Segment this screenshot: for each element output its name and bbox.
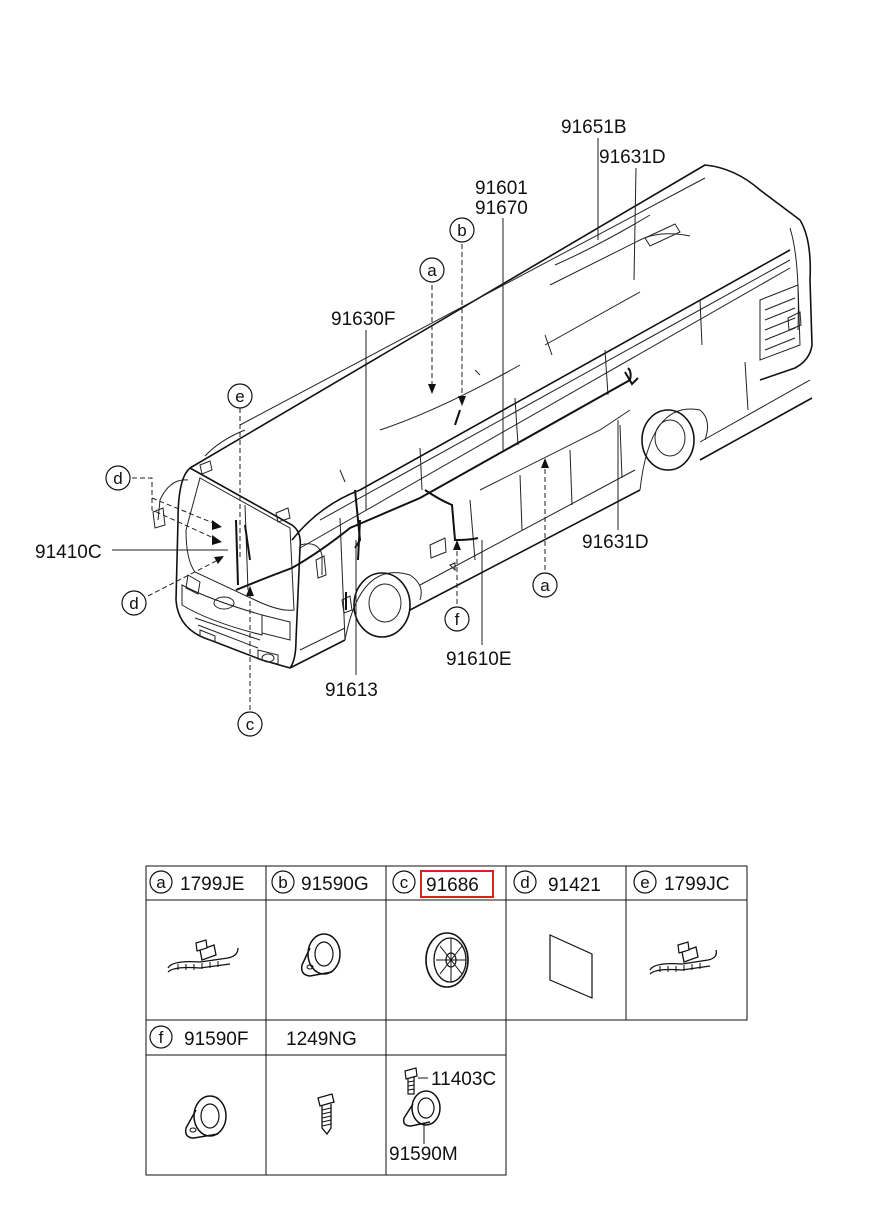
svg-text:b: b xyxy=(457,221,466,240)
callout-91631D-top: 91631D xyxy=(599,147,666,168)
p-clamp-icon xyxy=(300,933,341,977)
table-part-91590M: 91590M xyxy=(389,1144,458,1165)
table-cell-c: c 91686 xyxy=(392,870,494,898)
marker-b-top: b xyxy=(449,217,475,243)
callout-91613: 91613 xyxy=(325,680,378,701)
table-cell-e: e 1799JC xyxy=(633,870,730,895)
table-part-1799JE: 1799JE xyxy=(180,874,244,895)
table-part-91686[interactable]: 91686 xyxy=(426,875,479,896)
marker-f-mid: f xyxy=(444,606,470,632)
table-cell-1249NG: 1249NG xyxy=(286,1029,357,1050)
callout-91610E: 91610E xyxy=(446,649,512,670)
table-cell-f: f 91590F xyxy=(149,1025,248,1050)
callout-91651B: 91651B xyxy=(561,117,627,138)
svg-text:a: a xyxy=(540,576,550,595)
clamp-icon xyxy=(402,1090,441,1144)
wiring-harness xyxy=(235,367,639,610)
table-letter-a: a xyxy=(156,873,166,892)
p-clamp-icon xyxy=(184,1095,227,1139)
callout-91410C: 91410C xyxy=(35,542,102,563)
table-letter-c: c xyxy=(400,873,409,892)
table-part-1249NG: 1249NG xyxy=(286,1029,357,1050)
svg-text:c: c xyxy=(246,715,255,734)
table-part-11403C: 11403C xyxy=(431,1069,496,1090)
bolt-icon xyxy=(404,1067,428,1095)
bus-illustration xyxy=(152,164,813,669)
pad-icon xyxy=(549,934,593,999)
parts-table: a 1799JE b 91590G c 91686 d 91421 e 1799… xyxy=(145,865,748,1176)
table-cell-d: d 91421 xyxy=(513,870,601,896)
callout-91670: 91670 xyxy=(475,198,528,219)
svg-text:a: a xyxy=(427,261,437,280)
marker-e-left: e xyxy=(227,383,253,409)
letter-markers: a b e d d c f a xyxy=(105,217,558,737)
table-letter-d: d xyxy=(520,873,529,892)
callout-91630F: 91630F xyxy=(331,309,395,330)
table-letter-b: b xyxy=(278,873,287,892)
svg-text:d: d xyxy=(129,594,138,613)
cable-tie-clip-icon xyxy=(167,939,239,973)
cable-tie-clip-icon xyxy=(649,941,717,975)
callout-91631D-right: 91631D xyxy=(582,532,649,553)
table-part-91421: 91421 xyxy=(548,875,601,896)
callout-labels: 91651B 91631D 91601 91670 91630F 91410C … xyxy=(35,117,666,701)
marker-a-right: a xyxy=(532,572,558,598)
callout-leaders xyxy=(112,138,637,675)
marker-leaders xyxy=(132,244,549,710)
highlight-box xyxy=(420,870,494,898)
table-letter-e: e xyxy=(640,873,649,892)
table-cell-b: b 91590G xyxy=(271,870,369,895)
svg-text:e: e xyxy=(235,387,244,406)
svg-text:d: d xyxy=(113,469,122,488)
table-part-91590G: 91590G xyxy=(301,874,369,895)
callout-91601: 91601 xyxy=(475,178,528,199)
marker-a-top: a xyxy=(419,257,445,283)
table-cell-a: a 1799JE xyxy=(149,870,244,895)
svg-text:f: f xyxy=(455,610,460,629)
grommet-icon xyxy=(425,932,469,988)
table-letter-f: f xyxy=(159,1028,164,1047)
table-part-91590F: 91590F xyxy=(184,1029,248,1050)
marker-d-bottom: d xyxy=(121,590,147,616)
marker-d-top: d xyxy=(105,465,131,491)
table-part-1799JC: 1799JC xyxy=(664,874,730,895)
screw-icon xyxy=(317,1093,335,1136)
marker-c-bottom: c xyxy=(237,711,263,737)
